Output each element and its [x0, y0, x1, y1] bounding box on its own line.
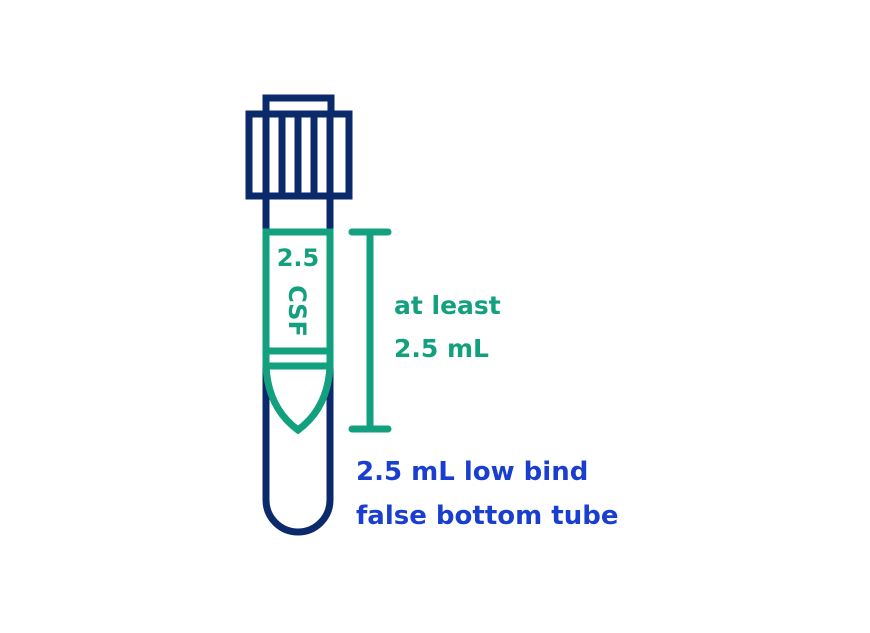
tube-sample-label: CSF — [283, 285, 311, 337]
volume-note-line1: at least — [394, 291, 501, 320]
tube-description-line1: 2.5 mL low bind — [356, 457, 588, 487]
sample-outline — [262, 228, 334, 435]
tube-body-outline — [262, 196, 334, 536]
csf-sample-icon — [262, 228, 334, 435]
tube-cap-icon — [245, 94, 353, 200]
volume-note-line2: 2.5 mL — [394, 334, 489, 363]
tube-volume-label: 2.5 — [277, 244, 320, 272]
volume-bracket-icon — [348, 228, 392, 433]
tube-description-line2: false bottom tube — [356, 501, 618, 531]
